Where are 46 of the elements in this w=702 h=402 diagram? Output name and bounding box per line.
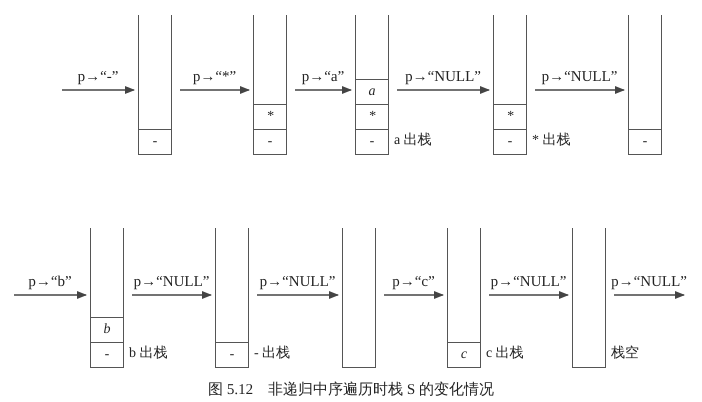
edge-label: p→“NULL”: [404, 68, 482, 86]
arrow: [384, 291, 444, 299]
stack-cell: -: [216, 342, 248, 367]
arrow: [489, 291, 569, 299]
arrow: [132, 291, 212, 299]
stack-tube: [138, 15, 172, 155]
edge-label: p→“NULL”: [610, 273, 688, 291]
edge-label: p→“NULL”: [490, 273, 568, 291]
arrow: [257, 291, 339, 299]
edge-label: p→“b”: [27, 273, 73, 291]
stack-tube: [628, 15, 662, 155]
edge-label: p→“c”: [391, 273, 436, 291]
stack-tube: [253, 15, 287, 155]
arrow: [62, 86, 135, 94]
stack-cell: *: [254, 104, 286, 129]
edge-label: p→“NULL”: [540, 68, 618, 86]
stack-cell: -: [91, 342, 123, 367]
stack-cell: -: [494, 129, 526, 154]
pop-note: b 出栈: [129, 344, 168, 363]
stack-cell: -: [629, 129, 661, 154]
stack-cell: c: [448, 342, 480, 367]
stack-cell: -: [254, 129, 286, 154]
arrow: [614, 291, 685, 299]
edge-label: p→“NULL”: [258, 273, 336, 291]
pop-note: * 出栈: [532, 132, 570, 150]
arrow: [397, 86, 490, 94]
edge-label: p→“NULL”: [132, 273, 210, 291]
stack-cell: b: [91, 317, 123, 342]
pop-note: c 出栈: [486, 344, 524, 363]
stack-cell: -: [139, 129, 171, 154]
edge-label: p→“*”: [192, 68, 238, 86]
pop-note: 栈空: [611, 344, 639, 363]
pop-note: - 出栈: [254, 344, 290, 363]
stack-cell: *: [356, 104, 388, 129]
arrow: [295, 86, 352, 94]
arrow: [535, 86, 625, 94]
edge-label: p→“a”: [300, 68, 346, 86]
edge-label: p→“-”: [76, 68, 120, 86]
pop-note: a 出栈: [394, 132, 432, 150]
stack-cell: *: [494, 104, 526, 129]
stack-cell: a: [356, 79, 388, 104]
stack-tube: [342, 228, 376, 368]
arrow: [14, 291, 87, 299]
stack-cell: -: [356, 129, 388, 154]
figure-caption: 图 5.12 非递归中序遍历时栈 S 的变化情况: [208, 382, 494, 398]
arrow: [180, 86, 250, 94]
